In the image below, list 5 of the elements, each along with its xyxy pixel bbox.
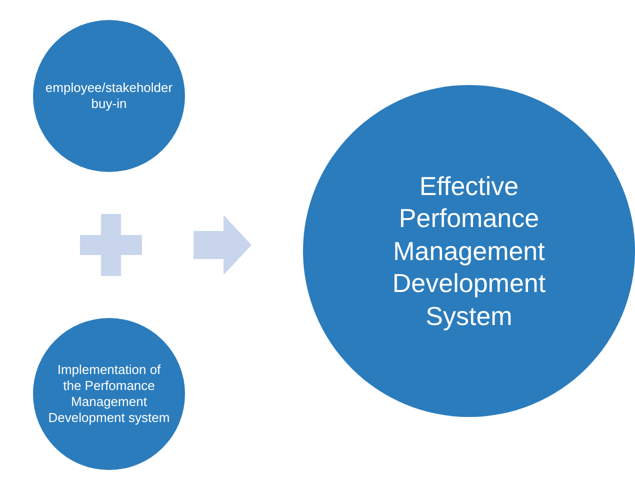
node-label: Implementation of the Perfomance Management Development system — [47, 362, 171, 426]
node-label: employee/stakeholder buy-in — [45, 80, 173, 112]
node-label: Effective Perfomance Management Development System — [391, 170, 547, 332]
plus-sign — [80, 214, 142, 276]
arrow — [194, 215, 252, 275]
